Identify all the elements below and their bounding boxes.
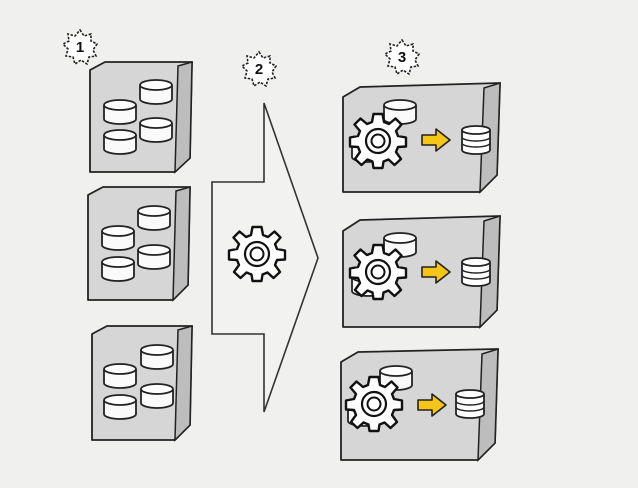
database-icon <box>101 256 135 282</box>
database-icon <box>461 125 491 155</box>
step-1-label: 1 <box>76 39 84 56</box>
gear-icon <box>227 225 287 283</box>
target-server-3 <box>340 347 499 462</box>
gear-icon <box>348 112 408 170</box>
gear-icon <box>344 375 404 433</box>
step-3-badge: 3 <box>384 39 420 75</box>
gear-icon <box>348 243 408 301</box>
step-1-badge: 1 <box>62 29 98 65</box>
database-icon <box>139 117 173 143</box>
database-icon <box>140 383 174 409</box>
source-server-3 <box>91 324 193 442</box>
target-server-1 <box>342 81 501 194</box>
database-icon <box>103 99 137 125</box>
database-icon <box>103 394 137 420</box>
target-server-2 <box>342 214 501 329</box>
database-icon <box>455 389 485 419</box>
step-2-badge: 2 <box>241 51 277 87</box>
source-server-1 <box>89 60 193 174</box>
database-icon <box>137 205 171 231</box>
database-icon <box>137 244 171 270</box>
step-3-label: 3 <box>398 49 406 66</box>
source-server-2 <box>87 185 191 302</box>
database-icon <box>103 129 137 155</box>
database-icon <box>139 79 173 105</box>
database-icon <box>101 225 135 251</box>
database-icon <box>461 257 491 287</box>
database-icon <box>103 363 137 389</box>
step-2-label: 2 <box>255 61 263 78</box>
database-icon <box>383 99 417 125</box>
database-icon <box>140 344 174 370</box>
